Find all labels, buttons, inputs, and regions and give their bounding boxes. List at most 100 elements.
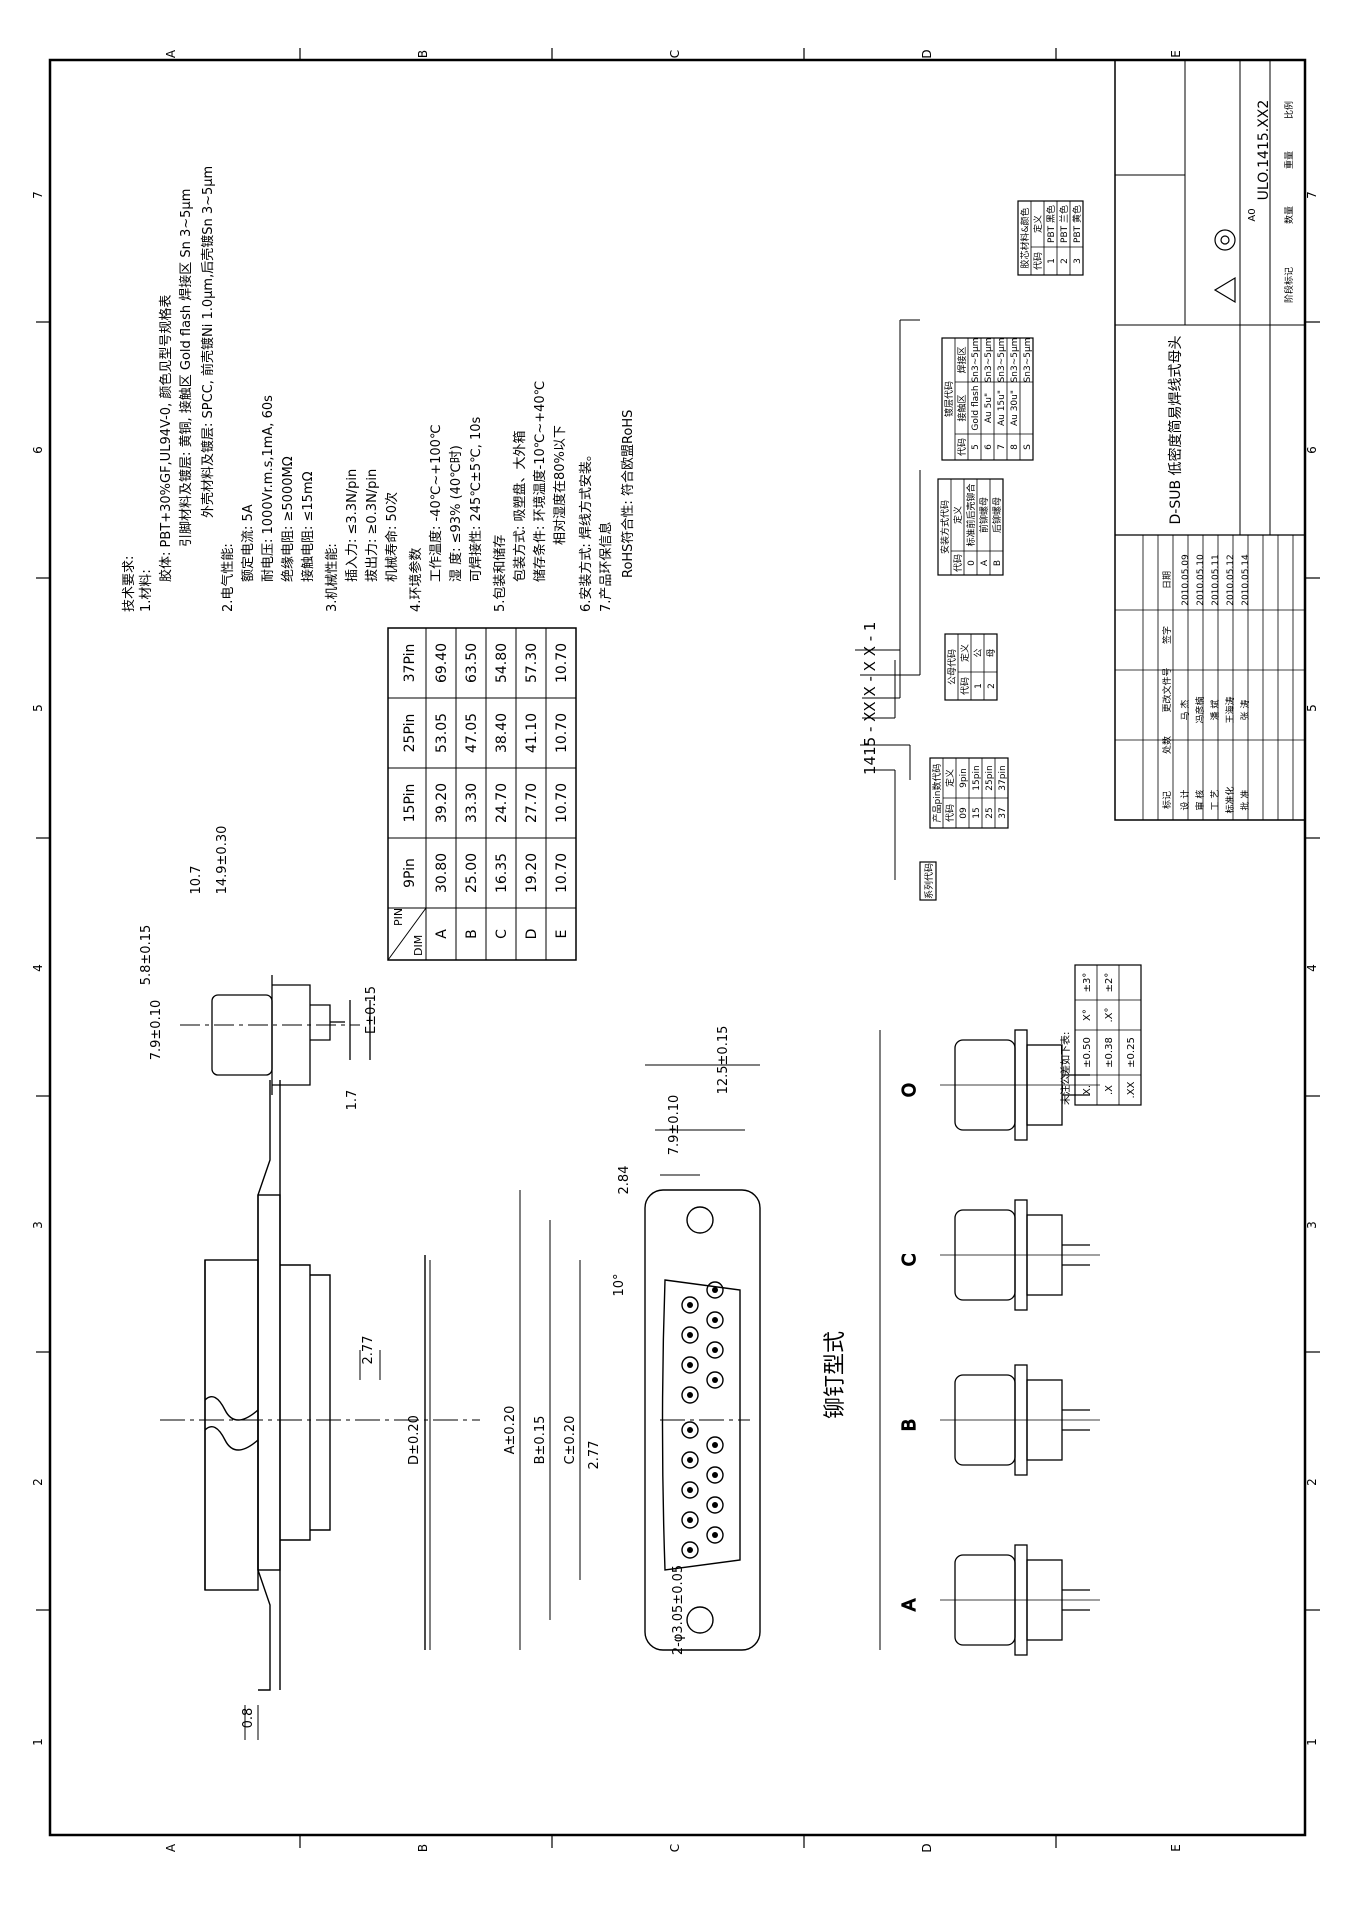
pin [681,1326,699,1344]
approval-date: 2010.05.10 [1196,554,1206,606]
code-table-cell: S [1023,444,1033,450]
dim-table-cell: 39.20 [434,783,450,823]
code-table-cell: 37 [998,807,1008,818]
grid-row-label: 4 [1305,964,1319,972]
dimension-label: 0.8 [241,1708,256,1729]
tolerance-cell: ±3° [1082,973,1093,993]
dimension-label: 2.77 [361,1336,376,1365]
code-table-cell: 5 [971,444,981,450]
approval-role: 批 准 [1239,790,1251,811]
dimension-label: D±0.20 [407,1415,422,1465]
approval-role: 工 艺 [1210,790,1221,811]
pin [681,1511,699,1529]
drawing-title: D-SUB 低密度简易焊线式母头 [1167,335,1184,524]
code-table-cell: 1 [974,683,984,689]
stage-label: 重量 [1283,151,1295,169]
dim-table-cell: 10.70 [554,853,570,893]
pin [706,1371,724,1389]
approval-role: 设 计 [1179,790,1191,811]
pin [706,1436,724,1454]
connector-front-view [644,1189,761,1651]
dimension-label: 10.7 [189,866,204,895]
dimension-label: 2.77 [587,1441,602,1470]
dim-table-cell: 38.40 [494,713,510,753]
pin-center [712,1502,718,1508]
pin [706,1526,724,1544]
revision-header: 更改文件号 [1161,667,1173,712]
code-table-cell: Sn3~5μm [971,338,981,383]
code-table-cell: 3 [1073,258,1083,264]
code-table-title: 公母代码 [947,649,958,685]
tolerance-cell: .XX [1126,1081,1137,1098]
approval-date: 2010.05.11 [1211,554,1221,606]
connector-side-view [160,1080,480,1691]
code-table-cell: 15pin [972,765,982,790]
grid-row-label: 6 [31,446,45,454]
dim-table-rowhead: B [464,929,480,939]
tech-requirement-line: 5.包装和储存 [493,535,508,612]
dim-table-cell: 30.80 [434,853,450,893]
code-table-header: 定义 [952,506,964,524]
dim-table-rowhead: D [524,929,540,940]
revision-header: 处数 [1161,736,1173,754]
pin-center [687,1517,693,1523]
pin [681,1421,699,1439]
grid-row-label: 3 [31,1221,45,1229]
grid-col-label: C [668,1844,682,1852]
grid-col-label: A [164,49,178,58]
pin-center [687,1487,693,1493]
dim-table-corner: DIM [412,935,425,956]
code-table-header: 焊接区 [956,346,968,373]
grid-row-label: 6 [1305,446,1319,454]
code-table-cell: 25pin [985,765,995,790]
dim-table-cell: 10.70 [554,783,570,823]
dimension-label: 12.5±0.15 [716,1026,731,1095]
pin [706,1341,724,1359]
stage-label: 比例 [1283,101,1295,119]
grid-references [36,48,1320,1848]
dimension-label: C±0.20 [563,1416,578,1465]
dim-table-corner: PIN [392,908,405,926]
code-table-title: 胶芯材料&颜色 [1019,207,1031,268]
pin-center [687,1332,693,1338]
tech-requirement-line: 6.安装方式: 焊线方式安装。 [578,448,594,612]
small-profile-view [180,975,371,1095]
dim-table-cell: 63.50 [464,643,480,683]
pin-center [712,1287,718,1293]
grid-row-label: 4 [31,964,45,972]
code-table-cell: 37pin [998,765,1008,790]
code-table-header: 代码 [945,804,956,822]
dim-table-cell: 24.70 [494,783,510,823]
code-table-cell: PBT 黄色 [1071,205,1083,243]
grid-row-label: 2 [1305,1478,1319,1486]
color-code-table: 胶芯材料&颜色代码定义1PBT 黑色2PBT 兰色3PBT 黄色 [1017,200,1084,276]
grid-row-label: 7 [1305,191,1319,199]
dimension-label: 2-φ3.05±0.05 [671,1565,686,1655]
tech-requirement-line: 绝缘电阻: ≥5000MΩ [280,456,296,582]
code-table-cell: 公 [973,648,984,657]
tolerance-cell: ±2° [1104,973,1115,993]
pin [706,1496,724,1514]
approval-date: 2010.05.12 [1226,554,1236,606]
pin-center [712,1347,718,1353]
grid-col-label: B [416,50,430,58]
code-table-cell: 0 [967,560,977,566]
code-table-header: 代码 [957,438,968,456]
tolerance-title: 未注公差如下表: [1059,1032,1072,1105]
code-table-cell: 前铆螺母 [978,497,990,533]
dim-table-cell: 16.35 [494,853,510,893]
front-view-dimensions [519,1064,760,1650]
code-table-title: 产品pin数代码 [931,764,943,823]
title-block-frame [1114,59,1306,821]
tolerance-table-body: 未注公差如下表:X.±0.50X°±3°.X±0.38.X°±2°.XX±0.2… [1059,964,1142,1106]
code-table-cell: 2 [987,683,997,689]
tech-requirement-line: 1.材料: [139,569,154,612]
dim-table-cell: 53.05 [434,713,450,753]
code-table-header: 定义 [944,769,956,787]
pin [681,1451,699,1469]
approval-name: 张 涛 [1239,700,1251,721]
part-number-tree: 1415 - XX X - X X - 1产品pin数代码代码定义099pin1… [855,200,1084,901]
pin-center [712,1532,718,1538]
